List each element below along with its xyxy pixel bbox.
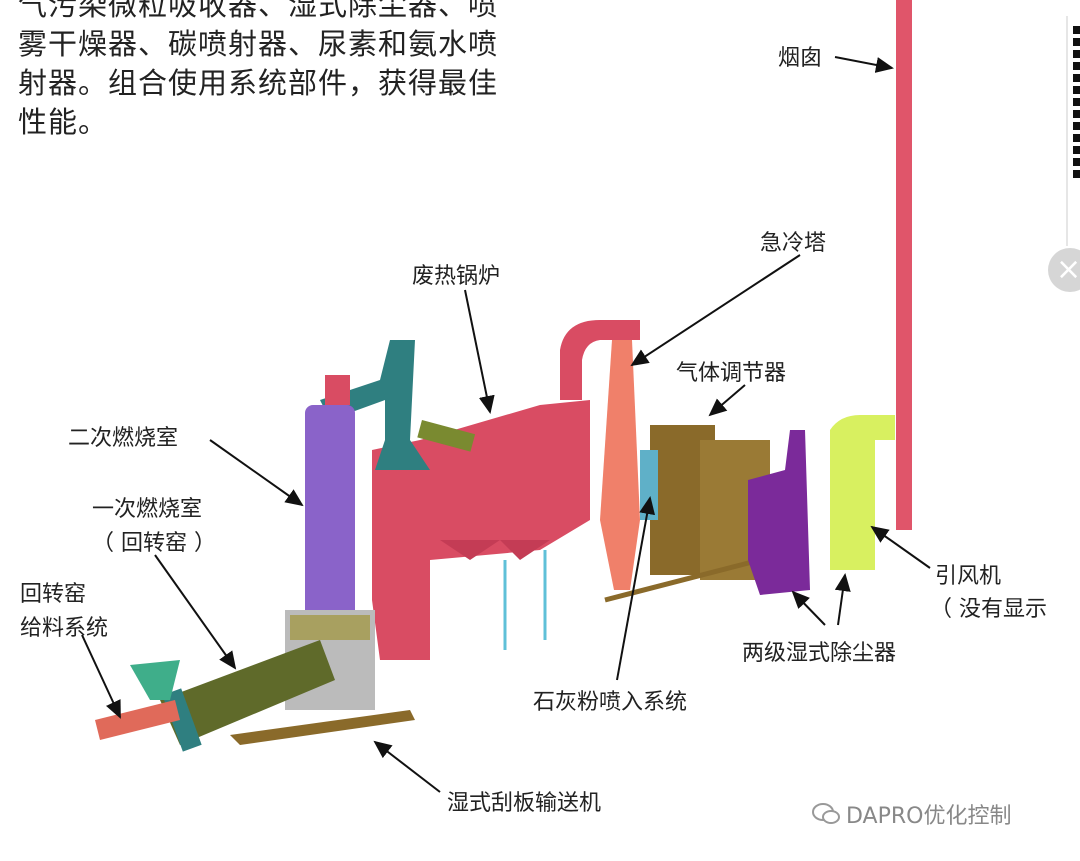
chimney bbox=[896, 0, 912, 530]
watermark-text: DAPRO优化控制 bbox=[846, 804, 1012, 829]
label-kiln-feed-2: 给料系统 bbox=[20, 616, 109, 641]
label-gas-conditioner: 气体调节器 bbox=[676, 361, 787, 386]
scraper-conveyor bbox=[230, 710, 415, 745]
intro-line: 雾干燥器、碳喷射器、尿素和氨水喷 bbox=[18, 27, 499, 61]
leader-arrows bbox=[81, 56, 931, 793]
scrubber-yellow bbox=[830, 415, 895, 570]
watermark: DAPRO优化控制 bbox=[812, 798, 1011, 830]
intro-line: 性能。 bbox=[18, 105, 109, 139]
side-panel bbox=[1066, 16, 1080, 246]
label-scrubber: 两级湿式除尘器 bbox=[742, 641, 897, 666]
label-waste-heat-boiler: 废热锅炉 bbox=[412, 264, 501, 289]
qr-code bbox=[1073, 26, 1080, 181]
secondary-chamber bbox=[305, 405, 355, 620]
kiln-feeder bbox=[130, 660, 180, 700]
teal-ducts bbox=[320, 340, 430, 470]
label-id-fan: 引风机 bbox=[935, 564, 1002, 589]
label-secondary-chamber: 二次燃烧室 bbox=[68, 426, 179, 451]
intro-line: 射器。组合使用系统部件，获得最佳 bbox=[18, 66, 499, 100]
boiler-hoppers bbox=[440, 540, 550, 560]
quench-tower bbox=[600, 340, 640, 590]
close-icon[interactable]: × bbox=[1048, 248, 1080, 292]
label-conveyor: 湿式刮板输送机 bbox=[447, 791, 602, 816]
label-quench-tower: 急冷塔 bbox=[760, 231, 827, 256]
label-primary-chamber-sub: （ 回转窑 ） bbox=[92, 531, 216, 556]
wechat-icon bbox=[812, 803, 840, 824]
feed-pipe bbox=[95, 700, 180, 740]
label-kiln-feed: 回转窑 bbox=[20, 582, 87, 607]
label-lime-injection: 石灰粉喷入系统 bbox=[533, 690, 688, 715]
label-id-fan-sub: （ 没有显示 bbox=[930, 597, 1047, 622]
intro-line: 气污染微粒吸收器、湿式除尘器、喷 bbox=[18, 0, 499, 22]
rotary-kiln bbox=[160, 640, 335, 745]
label-chimney: 烟囱 bbox=[778, 46, 823, 71]
label-primary-chamber: 一次燃烧室 bbox=[92, 497, 203, 522]
scrubber-purple bbox=[748, 430, 810, 595]
intro-text: 气污染微粒吸收器、湿式除尘器、喷 雾干燥器、碳喷射器、尿素和氨水喷 射器。组合使… bbox=[18, 0, 538, 142]
